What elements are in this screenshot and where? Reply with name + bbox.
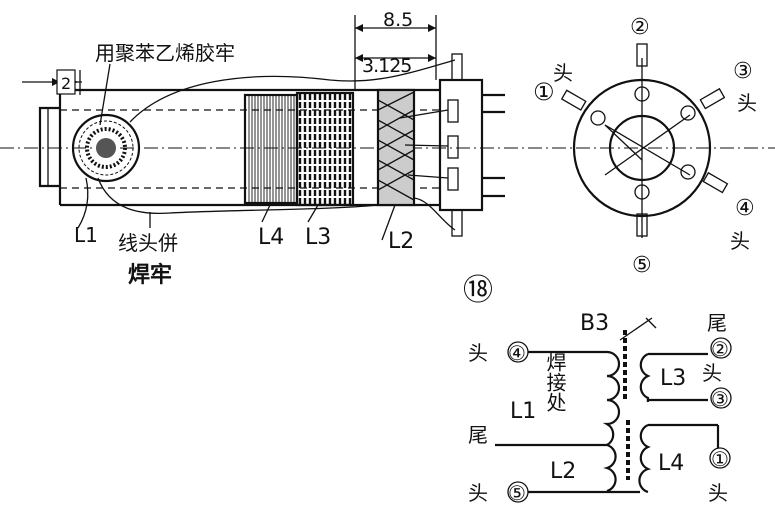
right-terminal-1-tag: 尾: [707, 311, 727, 335]
socket-pin-1-num: ①: [533, 78, 555, 106]
adhesive-leader: [99, 63, 111, 126]
socket-pin-5-num: ⑤: [632, 253, 652, 278]
plug-base: [438, 53, 505, 237]
right-terminal-2-num: ③: [711, 387, 729, 411]
drawing-l3-label: L3: [305, 225, 331, 250]
dim-mid-label: 3.125: [362, 55, 411, 77]
socket-end-view: [560, 43, 729, 238]
socket-pin-3-tag: 头: [737, 91, 757, 115]
drawing-l2-label: L2: [388, 229, 414, 254]
drawing-l1-label: L1: [74, 223, 98, 247]
schematic-l4-label: L4: [658, 451, 684, 476]
socket-pin-3-num: ③: [733, 59, 753, 84]
dimension-2: 2: [22, 69, 82, 95]
l1-winding: [71, 113, 141, 183]
right-terminal-3-tag: 头: [708, 481, 728, 505]
right-terminal-3-num: ①: [711, 447, 729, 471]
left-terminal-2-tag: 尾: [468, 423, 488, 447]
dimension-top: [354, 15, 437, 90]
right-terminal-2-tag: 头: [702, 361, 722, 385]
solder-note-line2: 焊牢: [128, 262, 172, 288]
weld-note: 焊接处: [543, 352, 567, 412]
schematic-l1-label: L1: [510, 399, 536, 424]
left-terminal-1-tag: 头: [468, 341, 488, 365]
dim-left-label: 2: [61, 74, 71, 93]
dim-top-label: 8.5: [383, 9, 413, 31]
schematic-l3-label: L3: [660, 366, 686, 391]
socket-pin-4-num: ④: [735, 196, 755, 221]
socket-pin-1-tag: 头: [553, 61, 573, 85]
left-terminal-3-num: ⑤: [508, 481, 526, 505]
left-terminal-3-tag: 头: [468, 481, 488, 505]
right-terminal-1-num: ②: [711, 337, 729, 361]
core-label: B3: [580, 311, 609, 336]
socket-pin-4-tag: 头: [730, 229, 750, 253]
schematic: [495, 317, 732, 503]
schematic-l2-label: L2: [550, 459, 576, 484]
solder-note-line1: 线头併: [118, 231, 178, 255]
socket-pin-2-num: ②: [630, 15, 650, 40]
left-terminal-1-num: ④: [508, 341, 526, 365]
l3-winding: [295, 91, 355, 207]
figure-number: ⑱: [463, 273, 493, 308]
drawing-l4-label: L4: [258, 225, 284, 250]
l2-winding: [376, 88, 416, 207]
l4-winding: [243, 93, 299, 205]
lead-wires: [97, 59, 456, 231]
adhesive-note: 用聚苯乙烯胶牢: [95, 41, 235, 65]
